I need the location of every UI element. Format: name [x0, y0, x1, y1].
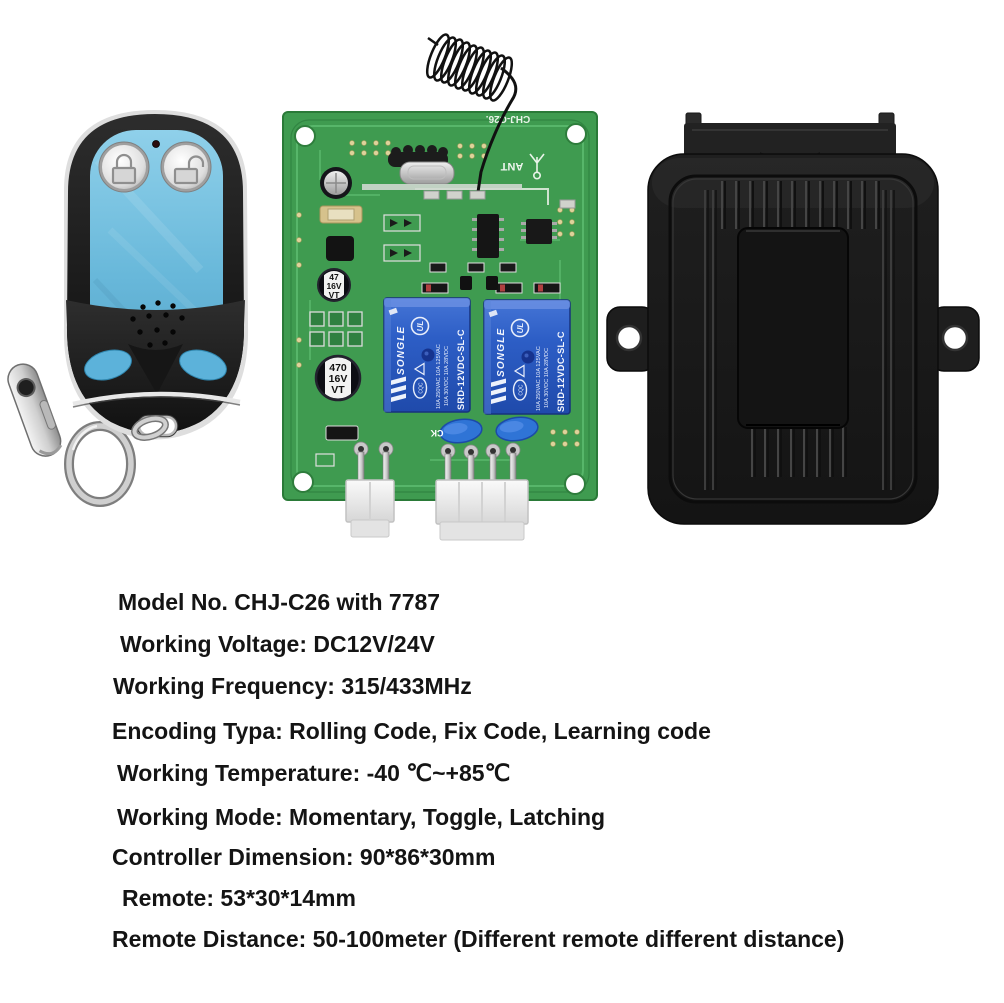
svg-text:47: 47 — [329, 272, 339, 282]
keyring-clasp — [7, 363, 63, 457]
pad-grid — [309, 311, 363, 347]
spec-model: Model No. CHJ-C26 with 7787 — [118, 589, 441, 615]
unlock-icon — [173, 155, 205, 185]
terminal-block-2pin — [345, 479, 395, 538]
relay-1 — [383, 297, 471, 413]
pcb-mounting-holes — [292, 123, 587, 495]
crystal-oscillator — [362, 161, 522, 190]
svg-text:470: 470 — [329, 362, 347, 374]
svg-text:16V: 16V — [326, 281, 341, 291]
ear-hole-right — [941, 324, 969, 352]
enclosure-lid — [684, 112, 896, 160]
terminal-pins — [353, 441, 521, 492]
electrolytic-capacitor-top — [320, 167, 352, 199]
keyring-link — [131, 415, 169, 441]
antenna-symbol-icon — [529, 153, 545, 180]
ic-chip-secondary — [521, 219, 557, 244]
enclosure-ribs — [721, 181, 880, 477]
silkscreen-ck-label: CK — [430, 428, 443, 438]
ic-chip-main — [472, 214, 504, 258]
silkscreen-model-label: CHJ-C26. — [486, 113, 531, 124]
svg-text:16V: 16V — [329, 373, 348, 385]
enclosure-center-plate — [737, 227, 849, 429]
diode-brackets — [383, 214, 421, 262]
lock-icon — [111, 153, 137, 185]
panel-eye-cutouts — [84, 344, 227, 394]
lock-button[interactable] — [98, 141, 150, 193]
speaker-dots — [130, 300, 185, 348]
unlock-button[interactable] — [160, 141, 212, 193]
spec-voltage: Working Voltage: DC12V/24V — [120, 631, 435, 657]
relay-2 — [483, 299, 571, 415]
spec-remote-size: Remote: 53*30*14mm — [122, 885, 356, 911]
tactile-component — [319, 205, 363, 224]
trimmer-capacitor-2 — [495, 416, 539, 442]
controller-enclosure — [606, 112, 980, 525]
smd-components — [315, 190, 576, 467]
transistor-package — [326, 236, 354, 261]
enclosure-inner-border — [668, 174, 918, 504]
product-photo: SONGLE UL 10A 250VAC 10A 125VAC 10A 30VD… — [7, 33, 980, 541]
enclosure-side-ridges — [704, 190, 895, 490]
trimmer-capacitor-1 — [439, 418, 483, 444]
spec-remote-distance: Remote Distance: 50-100meter (Different … — [112, 926, 845, 952]
remote-keyfob — [7, 110, 249, 507]
svg-text:VT: VT — [331, 384, 345, 396]
spec-working-mode: Working Mode: Momentary, Toggle, Latchin… — [117, 804, 606, 830]
ear-hole-left — [615, 324, 643, 352]
terminal-block-4pin — [435, 479, 529, 541]
diode-pair — [390, 219, 412, 257]
chrome-swoosh — [72, 391, 241, 407]
spec-controller-dimension: Controller Dimension: 90*86*30mm — [112, 844, 496, 870]
spec-temperature: Working Temperature: -40 ℃~+85℃ — [117, 760, 511, 786]
capacitor-47uf: 47 16V VT — [317, 268, 351, 302]
antenna-wire — [476, 66, 518, 193]
spec-frequency: Working Frequency: 315/433MHz — [113, 673, 472, 699]
receiver-pcb: CHJ-C26. ANT — [282, 33, 598, 541]
svg-text:VT: VT — [329, 290, 341, 300]
keyring-ring — [64, 421, 136, 507]
antenna-coil — [425, 33, 514, 102]
spec-encoding: Encoding Typa: Rolling Code, Fix Code, L… — [112, 718, 711, 744]
capacitor-470uf: 470 16V VT — [314, 354, 362, 402]
ant-label: ANT — [500, 160, 523, 172]
led-indicator — [152, 140, 160, 148]
